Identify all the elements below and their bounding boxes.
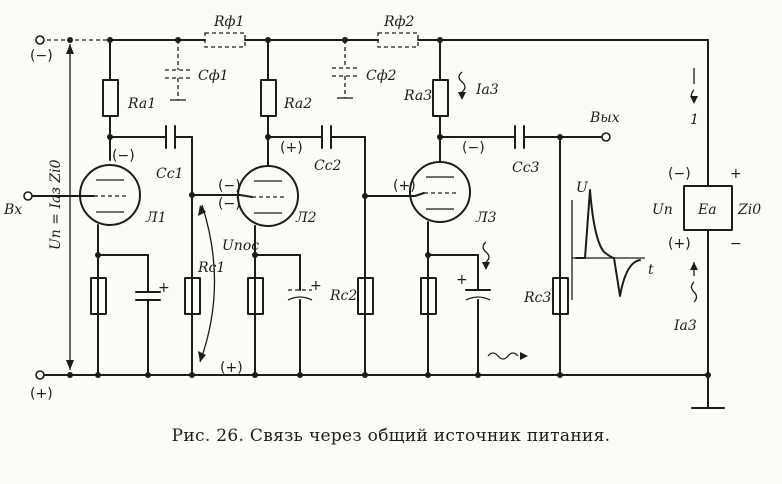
ia3-bottom-label: Iа3 (673, 318, 697, 334)
pulse-waveform (571, 189, 645, 300)
figure-caption: Рис. 26. Связь через общий источник пита… (171, 426, 611, 446)
rc1-label: Rc1 (197, 260, 225, 276)
input-label: Вх (3, 202, 22, 218)
current-arrow-ia3 (458, 71, 466, 100)
pulse-t-label: t (648, 262, 654, 278)
supply-voltage-arrow (66, 44, 74, 370)
cap1-plus: + (158, 280, 170, 296)
l2-tube (237, 165, 299, 227)
l2-grid-polarity: (−) (218, 178, 241, 194)
rf1-resistor (204, 32, 246, 48)
source-current-arrow-top (690, 68, 698, 104)
stage-3 (409, 39, 611, 376)
l3-label: Л3 (475, 210, 497, 226)
rc3-resistor (552, 277, 569, 315)
cap3-plus: + (456, 272, 468, 288)
source-current-arrow-bottom (690, 262, 698, 303)
l1-anode-polarity: (−) (112, 148, 135, 164)
source-ea (683, 39, 733, 409)
top-rail-junctions (67, 37, 443, 43)
feedback-arrow (199, 204, 216, 363)
source-up-label: Uп (652, 202, 673, 218)
cc3-label: Cc3 (512, 160, 540, 176)
rf2-label: Rф2 (383, 14, 414, 30)
rf1-label: Rф1 (213, 14, 244, 30)
minus-terminal-label: (−) (30, 48, 53, 64)
l3-tube (409, 161, 471, 223)
pulse-u-label: U (576, 180, 589, 196)
cf2-label: Cф2 (366, 68, 397, 84)
rf2-resistor (377, 32, 419, 48)
ra3-label: Ra3 (403, 88, 432, 104)
source-plus-sign: + (730, 166, 742, 182)
source-minus-polarity: (−) (668, 166, 691, 182)
source-zi0-label: Zi0 (737, 202, 761, 218)
rc1-resistor (184, 277, 201, 315)
output-terminal[interactable] (601, 132, 611, 142)
rc3-label: Rc3 (523, 290, 551, 306)
cf1-label: Cф1 (198, 68, 229, 84)
ra1-label: Ra1 (127, 96, 156, 112)
bottom-rail-junctions (67, 372, 711, 378)
ra2-label: Ra2 (283, 96, 312, 112)
arrow-one-label: 1 (690, 112, 699, 128)
ia3-top-label: Iа3 (475, 82, 499, 98)
minus-terminal[interactable] (35, 35, 45, 45)
stage-2 (237, 39, 416, 376)
feedback-plus-dashed: (+) (220, 360, 243, 376)
source-ea-label: Ea (697, 202, 717, 218)
rail-current-arrow (487, 352, 528, 360)
l2-label: Л2 (295, 210, 317, 226)
l2-anode-polarity: (+) (280, 140, 303, 156)
ra2-resistor (260, 79, 277, 117)
cf2-capacitor (332, 40, 358, 99)
supply-voltage-label: Uп = Iаз Zi0 (48, 159, 64, 250)
source-minus-sign: − (730, 236, 742, 252)
plus-terminal-label: (+) (30, 386, 53, 402)
cc1-label: Cc1 (156, 166, 183, 182)
cap2-plus: + (310, 278, 322, 294)
rc2-label: Rc2 (329, 288, 357, 304)
l2-grid-polarity-dashed: (−) (218, 196, 241, 212)
cathode-current-arrow (482, 241, 490, 270)
source-plus-polarity: (+) (668, 236, 691, 252)
ra3-resistor (432, 79, 449, 117)
ra1-resistor (102, 79, 119, 117)
plus-terminal[interactable] (35, 370, 45, 380)
stage-1 (23, 39, 241, 376)
l1-label: Л1 (145, 210, 167, 226)
cc2-label: Cc2 (314, 158, 342, 174)
cf1-capacitor (165, 40, 191, 101)
output-label: Вых (589, 110, 620, 126)
rc2-resistor (357, 277, 374, 315)
u-feedback-label: Uпос (222, 238, 259, 254)
l3-grid-polarity: (+) (393, 178, 416, 194)
l3-anode-polarity: (−) (462, 140, 485, 156)
